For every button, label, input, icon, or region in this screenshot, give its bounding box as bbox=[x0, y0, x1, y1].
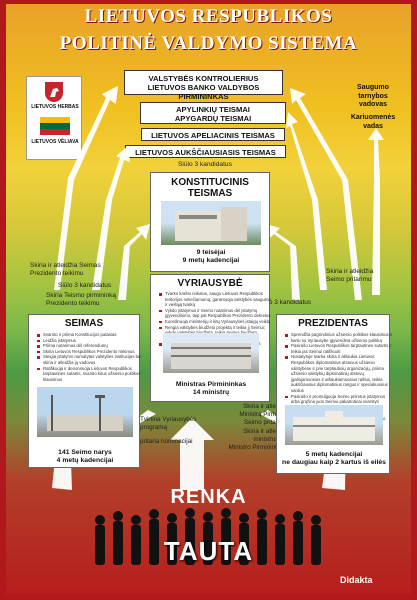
seimas-title: SEIMAS bbox=[64, 318, 104, 329]
coat-of-arms-icon bbox=[45, 82, 63, 102]
seimas-to-court-arrow bbox=[118, 224, 150, 300]
list-item: Tvarko krašto reikalus, saugo Lietuvos R… bbox=[159, 291, 273, 308]
poster-title-line-2: POLITINĖ VALDYMO SISTEMA bbox=[59, 33, 358, 54]
seimas-functions-list: Svarsto ir priima Konstitucijos pataisas… bbox=[35, 332, 143, 382]
constitutional-court-photo bbox=[161, 201, 261, 245]
approve-program-label: Tvirtina Vyriausybės programą bbox=[140, 416, 197, 431]
state-symbols-panel: LIETUVOS HERBAS LIETUVOS VĖLIAVA bbox=[26, 76, 82, 160]
poster-title-line-1: LIETUVOS RESPUBLIKOS bbox=[84, 6, 333, 27]
government-caption: Ministras Pirmininkas 14 ministrų bbox=[175, 381, 247, 396]
list-item: Koordinuoja ministerijų ir kitų Vyriausy… bbox=[159, 319, 273, 325]
army-chief-label: Kariuomenės vadas bbox=[350, 114, 396, 130]
president-palace-photo bbox=[285, 405, 383, 445]
list-item: Svarsto ir priima Konstitucijos pataisas bbox=[37, 332, 143, 338]
list-item: Leidžia įstatymus bbox=[37, 338, 143, 344]
constitutional-court-title: KONSTITUCINIS TEISMAS bbox=[171, 177, 249, 199]
constitutional-court-caption: 9 teisėjai 9 metų kadencijai bbox=[182, 249, 240, 264]
consent-nomination-label: pritaria nominacijai bbox=[140, 438, 193, 445]
state-controller-box: VALSTYBĖS KONTROLIERIUS LIETUVOS BANKO V… bbox=[124, 70, 283, 101]
list-item: Pasirašo ir promulguoja Seimo priimtus į… bbox=[285, 394, 393, 405]
list-item: Skiria Lietuvos Respublikos Prezidento r… bbox=[37, 349, 143, 355]
seimas-panel: SEIMAS Svarsto ir priima Konstitucijos p… bbox=[28, 314, 143, 468]
flag-label: LIETUVOS VĖLIAVA bbox=[31, 139, 79, 145]
elects-label: RENKA bbox=[170, 486, 247, 508]
list-item: Vykdo įstatymus ir Seimo nutarimus dėl į… bbox=[159, 308, 273, 319]
list-item: Ratifikuoja ir denonsuoja Lietuvos Respu… bbox=[37, 366, 143, 383]
seimas-appoints-label: Skiria ir atleidžia Seimas Prezidento te… bbox=[30, 262, 101, 277]
district-courts-box: APYLINKIŲ TEISMAI APYGARDŲ TEISMAI bbox=[140, 102, 286, 124]
list-item: Steigia įstatymo numatytas valstybės ins… bbox=[37, 354, 142, 365]
constitutional-court-panel: KONSTITUCINIS TEISMAS 9 teisėjai 9 metų … bbox=[150, 172, 270, 272]
proposes-candidates-right-label: Siūlo 3 kandidatus bbox=[258, 299, 312, 306]
seimas-to-control-arrow bbox=[52, 86, 118, 290]
nation-arrow-center bbox=[170, 418, 214, 490]
appeal-court-box: LIETUVOS APELIACINIS TEISMAS bbox=[141, 128, 285, 141]
seimas-photo bbox=[37, 387, 133, 437]
coat-of-arms-label: LIETUVOS HERBAS bbox=[31, 104, 79, 110]
proposes-candidates-left-label: Siūlo 3 kandidatus bbox=[58, 282, 112, 289]
publisher-logo: Didakta bbox=[340, 570, 373, 588]
president-caption: 5 metų kadencijai ne daugiau kaip 2 kart… bbox=[282, 451, 386, 466]
publisher-logo-text: Didakta bbox=[340, 575, 373, 585]
security-chief-label: Saugumo tarnybos vadovas bbox=[357, 84, 389, 108]
list-item: Pasirašo Lietuvos Respublikos tarptautin… bbox=[285, 343, 392, 354]
list-item: Sprendžia pagrindinius užsienio politiko… bbox=[285, 332, 393, 343]
president-appoints-label: Skiria ir atleidžia Seimo pritarimu bbox=[326, 268, 374, 283]
flag-icon bbox=[40, 117, 70, 135]
government-panel: VYRIAUSYBĖ Tvarko krašto reikalus, saugo… bbox=[150, 274, 273, 402]
list-item: Nustatytoje tvarka skiria ir atšaukia Li… bbox=[285, 354, 393, 393]
government-photo bbox=[163, 333, 259, 373]
speaker-appoint-label: Skiria Teismo pirmininką Prezidento teik… bbox=[46, 292, 116, 307]
president-to-court-arrow bbox=[266, 224, 300, 300]
president-panel: PREZIDENTAS Sprendžia pagrindinius užsie… bbox=[276, 314, 393, 474]
president-to-control-arrow bbox=[290, 88, 362, 300]
list-item: Priima nutarimus dėl referendumų bbox=[37, 343, 143, 349]
seimas-caption: 141 Seimo narys 4 metų kadencijai bbox=[56, 449, 114, 464]
seimas-to-supreme-arrow bbox=[92, 146, 130, 290]
government-title: VYRIAUSYBĖ bbox=[177, 278, 243, 289]
nation-label: TAUTA bbox=[163, 536, 254, 566]
proposes-candidates-top-label: Siūlo 3 kandidatus bbox=[178, 161, 232, 168]
president-to-security-arrow bbox=[368, 128, 384, 295]
president-title: PREZIDENTAS bbox=[298, 318, 368, 329]
president-to-courts-arrow bbox=[286, 112, 327, 290]
